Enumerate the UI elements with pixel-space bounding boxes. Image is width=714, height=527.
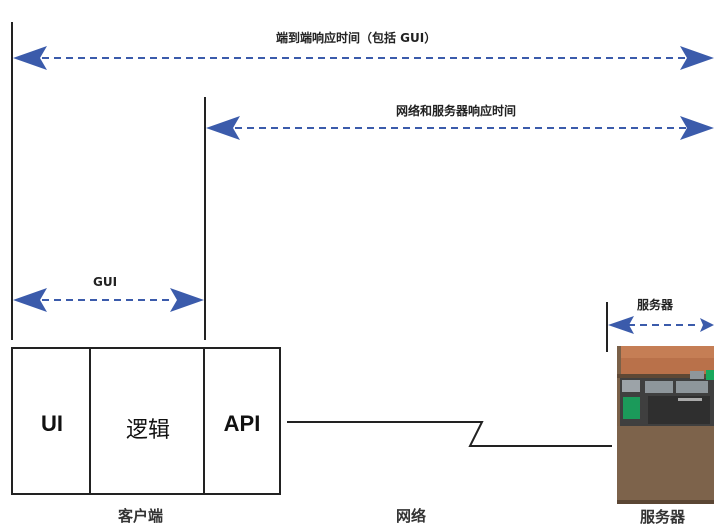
server-arrow <box>608 316 714 334</box>
gui-arrow <box>13 288 204 312</box>
network-caption: 网络 <box>396 507 427 525</box>
client-caption: 客户端 <box>118 507 164 525</box>
client-box <box>11 347 281 495</box>
ui-cell-label: UI <box>41 411 63 436</box>
network-line <box>287 421 612 447</box>
network-server-label: 网络和服务器响应时间 <box>396 104 517 118</box>
end-to-end-label: 端到端响应时间（包括 GUI） <box>276 31 437 45</box>
end-to-end-arrow <box>13 46 714 70</box>
api-cell-label: API <box>223 411 261 436</box>
server-icon <box>617 346 714 504</box>
network-server-arrow <box>206 116 714 140</box>
server-caption: 服务器 <box>640 508 686 526</box>
server-top-label: 服务器 <box>637 298 674 312</box>
gui-label: GUI <box>93 275 118 289</box>
logic-cell-label: 逻辑 <box>125 418 170 443</box>
